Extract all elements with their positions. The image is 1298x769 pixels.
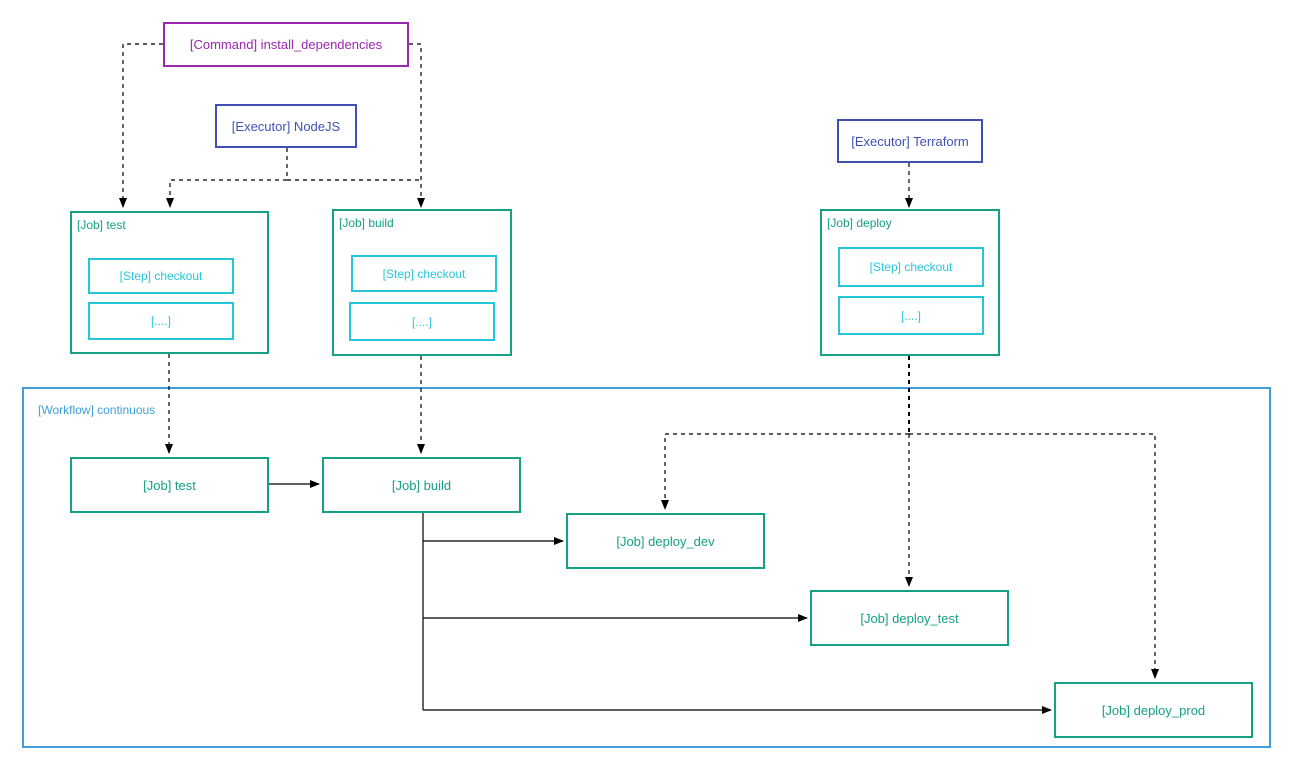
edge-command-to-build bbox=[409, 43, 425, 208]
job-def-deploy-step-more: [....] bbox=[838, 296, 984, 335]
executor-nodejs: [Executor] NodeJS bbox=[215, 104, 357, 148]
workflow-job-test: [Job] test bbox=[70, 457, 269, 513]
job-def-test-step-checkout: [Step] checkout bbox=[88, 258, 234, 294]
executor-terraform: [Executor] Terraform bbox=[837, 119, 983, 163]
edge-deploydef-to-dev bbox=[661, 433, 909, 510]
job-def-deploy-title: [Job] deploy bbox=[827, 216, 892, 230]
edge-nodejs-to-test bbox=[166, 179, 287, 208]
job-def-test: [Job] test [Step] checkout [....] bbox=[70, 211, 269, 354]
job-def-deploy-step-checkout: [Step] checkout bbox=[838, 247, 984, 287]
job-def-test-title: [Job] test bbox=[77, 218, 126, 232]
workflow-container bbox=[22, 387, 1271, 748]
job-def-test-step-more: [....] bbox=[88, 302, 234, 340]
edge-deploydef-to-prod bbox=[909, 433, 1159, 679]
job-def-build-step-checkout: [Step] checkout bbox=[351, 255, 497, 292]
workflow-job-deploy-test: [Job] deploy_test bbox=[810, 590, 1009, 646]
workflow-job-build: [Job] build bbox=[322, 457, 521, 513]
workflow-label: [Workflow] continuous bbox=[38, 403, 156, 417]
workflow-job-deploy-prod: [Job] deploy_prod bbox=[1054, 682, 1253, 738]
workflow-job-deploy-dev: [Job] deploy_dev bbox=[566, 513, 765, 569]
edge-command-to-test bbox=[119, 43, 163, 208]
command-install-dependencies: [Command] install_dependencies bbox=[163, 22, 409, 67]
job-def-deploy: [Job] deploy [Step] checkout [....] bbox=[820, 209, 1000, 356]
job-def-build-title: [Job] build bbox=[339, 216, 394, 230]
job-def-build-step-more: [....] bbox=[349, 302, 495, 341]
job-def-build: [Job] build [Step] checkout [....] bbox=[332, 209, 512, 356]
